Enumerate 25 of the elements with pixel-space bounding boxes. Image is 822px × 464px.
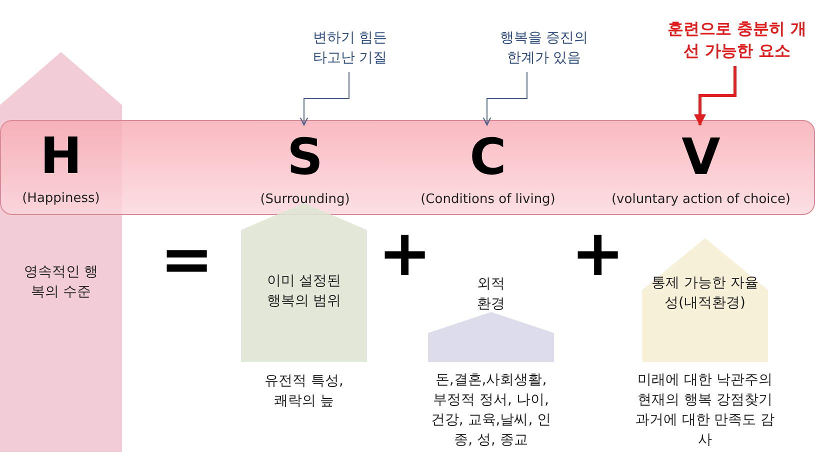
factor-description: 통제 가능한 자율성(내적환경) <box>650 274 760 313</box>
thick-arrow <box>694 66 736 126</box>
leader-arrow <box>482 72 528 126</box>
factor-examples: 유전적 특성, 쾌락의 늪 <box>264 372 344 411</box>
formula-letter: C <box>470 127 506 188</box>
term-label: (Surrounding) <box>260 192 350 208</box>
factor-examples: 돈,결혼,사회생활, 부정적 정서, 나이, 건강, 교육,날씨, 인종, 성, 종교 <box>430 371 552 450</box>
term-label: (Happiness) <box>22 191 100 207</box>
operator-symbol: + <box>378 222 432 286</box>
leader-arrow <box>300 72 350 126</box>
formula-letter: V <box>682 127 720 188</box>
factor-description: 영속적인 행복의 수준 <box>22 263 100 302</box>
operator-symbol: = <box>160 228 214 292</box>
annotation-note: 훈련으로 충분히 개선 가능한 요소 <box>666 18 808 62</box>
formula-letter: S <box>286 127 323 188</box>
formula-band <box>0 120 815 215</box>
annotation-note: 변하기 힘든 타고난 기질 <box>312 29 388 68</box>
factor-examples: 미래에 대한 낙관주의 현재의 행복 강점찾기 과거에 대한 만족도 감사 <box>634 371 776 450</box>
term-label: (Conditions of living) <box>420 192 556 208</box>
factor-description: 이미 설정된 행복의 범위 <box>266 272 342 311</box>
term-label: (voluntary action of choice) <box>611 192 791 208</box>
operator-symbol: + <box>571 222 625 286</box>
formula-letter: H <box>40 126 82 187</box>
annotation-note: 행복을 증진의 한계가 있음 <box>498 29 590 68</box>
factor-description: 외적 환경 <box>476 275 506 314</box>
